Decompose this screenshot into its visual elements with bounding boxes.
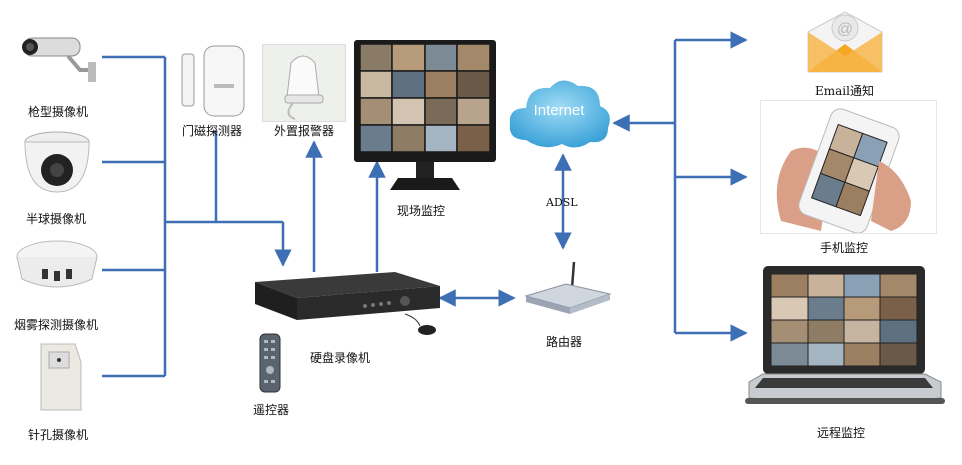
laptop-monitor-label: 远程监控 xyxy=(817,426,866,440)
dvr-label: 硬盘录像机 xyxy=(310,351,371,365)
email-icon: @ xyxy=(807,11,883,73)
dome-camera-icon xyxy=(24,131,90,193)
router-icon xyxy=(524,261,612,314)
remote-control-icon xyxy=(259,333,281,393)
smartphone-icon xyxy=(776,108,911,233)
door-sensor xyxy=(178,40,248,120)
router-label: 路由器 xyxy=(546,335,583,349)
door-sensor-icon xyxy=(181,45,245,117)
pinhole-camera-icon xyxy=(40,343,82,411)
alarm-siren xyxy=(262,44,346,122)
onsite-monitor xyxy=(352,38,498,194)
bullet-camera-icon xyxy=(22,37,96,82)
monitor-icon xyxy=(354,40,496,190)
phone-monitor-label: 手机监控 xyxy=(820,241,869,255)
alarm-siren-icon xyxy=(284,55,324,120)
remote-control-label: 遥控器 xyxy=(253,403,290,417)
door-sensor-label: 门磁探测器 xyxy=(182,124,243,138)
internet-label: Internet xyxy=(533,102,585,119)
email-label: Email通知 xyxy=(815,84,874,98)
internet-cloud: Internet xyxy=(504,70,614,154)
router xyxy=(512,258,620,320)
laptop-monitor xyxy=(735,264,955,414)
remote-control xyxy=(258,332,284,394)
svg-text:@: @ xyxy=(837,21,853,38)
bullet-camera-label: 枪型摄像机 xyxy=(28,105,89,119)
onsite-monitor-label: 现场监控 xyxy=(397,204,446,218)
cloud-icon xyxy=(509,80,610,148)
bullet-camera xyxy=(18,30,100,85)
dvr-icon xyxy=(255,272,440,335)
dvr xyxy=(245,268,445,338)
smoke-detector-camera-icon xyxy=(16,240,98,288)
pinhole-camera xyxy=(35,340,85,415)
pinhole-camera-label: 针孔摄像机 xyxy=(28,428,89,442)
laptop-icon xyxy=(745,266,945,404)
alarm-siren-label: 外置报警器 xyxy=(274,124,335,138)
dome-camera-label: 半球摄像机 xyxy=(26,212,87,226)
dome-camera xyxy=(15,128,100,198)
smoke-detector-camera-label: 烟雾探测摄像机 xyxy=(14,318,99,332)
phone-monitor xyxy=(760,100,937,234)
adsl-label: ADSL xyxy=(546,196,578,209)
smoke-detector-camera xyxy=(12,235,102,300)
email-notify: @ xyxy=(800,4,890,78)
